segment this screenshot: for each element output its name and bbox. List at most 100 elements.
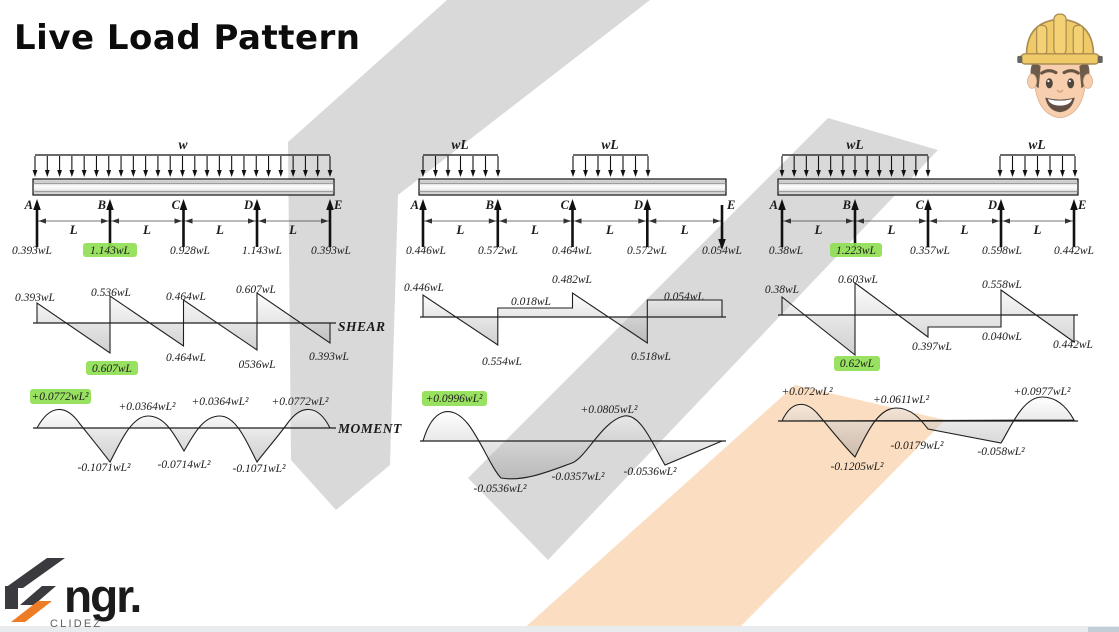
shear-value: 0.603wL: [838, 274, 878, 286]
shear-curve-case2: [422, 291, 723, 347]
load-arrow-head: [327, 170, 333, 177]
reaction-arrow-head: [778, 199, 786, 210]
load-arrow-head: [470, 170, 476, 177]
moment-value: -0.058wL²: [977, 446, 1025, 458]
eye-left: [1045, 78, 1053, 89]
moment-diagrams: [33, 396, 1078, 480]
moment-value: +0.0996wL²: [426, 393, 483, 405]
hard-hat-rib: [1053, 13, 1067, 56]
reaction-arrow-head: [33, 199, 41, 210]
load-arrow-head: [94, 170, 99, 177]
load-arrow-head: [106, 170, 112, 177]
reaction-arrow-head: [494, 199, 502, 210]
dimension-arrow: [1002, 218, 1010, 224]
logo-tagline: CLIDEZ: [50, 618, 102, 630]
span-label: L: [887, 222, 896, 237]
moment-value: -0.1205wL²: [831, 461, 885, 473]
load-arrow-head: [1072, 170, 1078, 177]
shear-value: 0.536wL: [91, 287, 131, 299]
shear-value: 0.397wL: [912, 341, 952, 353]
support-letter: A: [24, 198, 33, 212]
ear-left: [1027, 73, 1038, 89]
load-arrow-head: [828, 170, 834, 177]
span-label: L: [69, 222, 78, 237]
load-arrow-head: [303, 170, 308, 177]
load-arrow-head: [143, 170, 149, 177]
moment-curve-case3: [781, 396, 1075, 458]
load-label: wL: [601, 137, 618, 152]
eyebrow-left: [1040, 69, 1058, 75]
dimension-arrow: [321, 218, 329, 224]
reaction-arrow-head: [253, 199, 261, 210]
load-arrow-head: [901, 170, 907, 177]
moment-value: +0.072wL²: [781, 386, 833, 398]
load-arrow-head: [1060, 170, 1065, 177]
load-arrow-head: [595, 170, 601, 177]
load-arrow-head: [803, 170, 809, 177]
load-arrow-head: [889, 170, 894, 177]
beam-bar: [418, 178, 727, 196]
shear-value: 0.607wL: [236, 284, 276, 296]
reaction-value: 1.143wL: [242, 245, 282, 257]
load-arrow-head: [290, 170, 296, 177]
eye-right: [1067, 78, 1075, 89]
reaction-value: 1.143wL: [90, 245, 130, 257]
moment-value: -0.1071wL²: [78, 462, 132, 474]
shear-value: 0.464wL: [166, 352, 206, 364]
load-arrow-head: [420, 170, 426, 177]
shear-value: 0.442wL: [1053, 339, 1093, 351]
teeth: [1047, 99, 1073, 106]
highlight-shear-case3: [834, 356, 880, 371]
shear-value: 0.393wL: [309, 351, 349, 363]
load-arrow-head: [779, 170, 785, 177]
reaction-arrow-head: [106, 199, 114, 210]
load-arrow-head: [253, 170, 259, 177]
brim-cap-left: [1017, 55, 1023, 63]
reaction-value: 0.446wL: [406, 245, 446, 257]
dimension-arrow: [248, 218, 256, 224]
dimension-arrow: [1065, 218, 1073, 224]
reaction-arrow-head: [997, 199, 1005, 210]
reaction-arrow-head: [419, 199, 427, 210]
reaction-value: 0.38wL: [769, 245, 803, 257]
shear-curve-case3: [781, 281, 1075, 357]
load-label: wL: [846, 137, 863, 152]
dimension-arrow: [499, 218, 507, 224]
moment-value: +0.0772wL²: [272, 396, 329, 408]
load-label: wL: [1028, 137, 1045, 152]
shear-value: 0.558wL: [982, 279, 1022, 291]
highlight-reaction-b-case1: [83, 243, 137, 257]
eye-glint: [1068, 79, 1071, 83]
shear-value: 0.446wL: [404, 282, 444, 294]
load-arrow-head: [192, 170, 198, 177]
watermark-chevron-orange: [520, 385, 945, 632]
load-arrow-head: [1010, 170, 1015, 177]
support-letter: A: [769, 198, 778, 212]
span-label: L: [142, 222, 151, 237]
dimension-arrow: [101, 218, 109, 224]
span-label: L: [215, 222, 224, 237]
reaction-value: 0.442wL: [1054, 245, 1094, 257]
shear-value: 0536wL: [238, 359, 275, 371]
load-arrow-head: [266, 170, 271, 177]
dimension-arrow: [424, 218, 432, 224]
shear-value: 0.464wL: [166, 291, 206, 303]
load-arrow-head: [483, 170, 488, 177]
support-letter: E: [1077, 198, 1086, 212]
load-arrow-head: [583, 170, 588, 177]
shear-value: 0.393wL: [15, 292, 55, 304]
load-arrow-head: [278, 170, 284, 177]
watermark-chevron-gray-1: [288, 0, 650, 510]
brim-cap-right: [1097, 55, 1103, 63]
load-arrow-head: [216, 170, 222, 177]
support-letter: E: [726, 198, 735, 212]
dimension-arrow: [713, 218, 721, 224]
load-arrow-head: [1047, 170, 1053, 177]
span-label: L: [530, 222, 539, 237]
moment-value: -0.1071wL²: [233, 463, 287, 475]
load-arrow-head: [130, 170, 136, 177]
dimension-arrow: [919, 218, 927, 224]
avatar-art: [1017, 13, 1103, 119]
